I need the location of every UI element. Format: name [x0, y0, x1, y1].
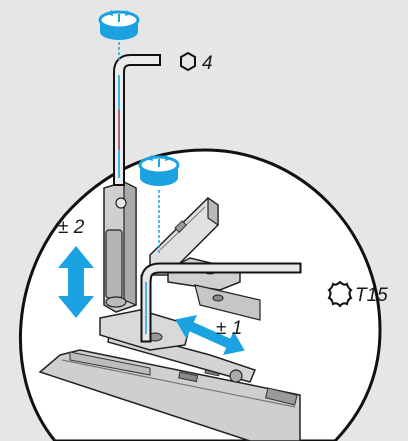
- lateral-adjust-label: ± 1: [216, 318, 242, 339]
- bottom-rail: [38, 349, 301, 441]
- height-adjust-label: ± 2: [58, 217, 85, 238]
- height-adjust-arrow: [58, 246, 94, 318]
- large-hex-key: [113, 54, 161, 186]
- hexagon-icon: [180, 51, 196, 72]
- hinge-assembly: [38, 181, 302, 441]
- rotate-direction-icon: [138, 155, 180, 186]
- lateral-adjust-arrow: [175, 314, 245, 356]
- rotate-direction-icon: [98, 10, 140, 40]
- torx-size-label: T15: [355, 285, 388, 306]
- torx-star-icon: [327, 280, 353, 308]
- hex-key-size-label: 4: [202, 53, 213, 74]
